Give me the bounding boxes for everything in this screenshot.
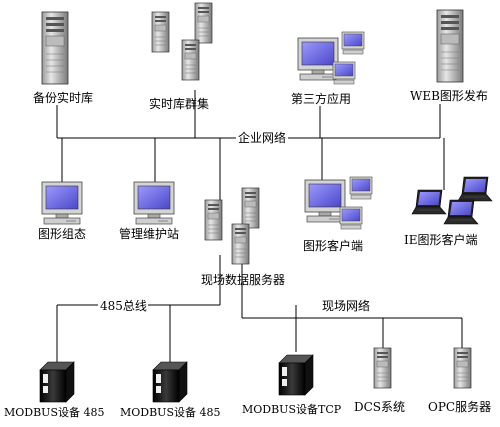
desktop-computer-icon: [297, 37, 339, 81]
node-modbus-tcp[interactable]: MODBUS设备TCP: [242, 354, 342, 416]
server-tower-icon: [241, 187, 260, 229]
node-ie-client[interactable]: IE图形客户端: [404, 176, 493, 247]
node-third-party[interactable]: 第三方应用: [291, 31, 365, 106]
desktop-computer-icon: [133, 181, 175, 225]
server-tower-icon: [204, 199, 223, 241]
node-modbus485-a[interactable]: MODBUS设备 485: [4, 361, 104, 419]
modbus-device-icon: [152, 361, 188, 403]
opc-label: OPC服务器: [428, 399, 491, 414]
node-graphic-config[interactable]: 图形组态: [38, 181, 86, 241]
node-modbus485-b[interactable]: MODBUS设备 485: [120, 361, 220, 419]
node-admin-station[interactable]: 管理维护站: [119, 181, 179, 241]
node-backup-db[interactable]: 备份实时库: [33, 11, 93, 105]
dcs-label: DCS系统: [354, 400, 405, 414]
server-tower-icon: [453, 347, 472, 389]
modbus-device-icon: [39, 361, 75, 403]
server-tower-icon: [194, 2, 213, 44]
server-tower-icon: [373, 347, 392, 389]
node-realtime-cluster[interactable]: 实时库群集: [149, 2, 213, 111]
modbus-tcp-label: MODBUS设备TCP: [242, 402, 342, 416]
node-web-publish[interactable]: WEB图形发布: [410, 9, 488, 103]
server-tower-icon: [181, 39, 200, 81]
server-tower-icon: [231, 223, 250, 265]
modbus485-a-label: MODBUS设备 485: [4, 405, 104, 419]
server-tower-icon: [41, 11, 69, 85]
backup-db-label: 备份实时库: [33, 90, 93, 105]
enterprise-network-label: 企业网络: [238, 130, 286, 145]
field-server-label: 现场数据服务器: [201, 272, 285, 287]
laptop-icon: [411, 189, 447, 215]
graphic-config-label: 图形组态: [38, 227, 86, 241]
server-tower-icon: [151, 11, 170, 53]
admin-station-label: 管理维护站: [119, 226, 179, 241]
realtime-cluster-label: 实时库群集: [149, 96, 209, 111]
rs485-bus-label: 485总线: [100, 299, 147, 313]
web-publish-label: WEB图形发布: [410, 88, 488, 103]
field-network-label: 现场网络: [322, 298, 370, 313]
third-party-label: 第三方应用: [291, 91, 351, 106]
desktop-computer-icon: [341, 31, 365, 55]
ie-client-label: IE图形客户端: [404, 232, 478, 247]
node-opc[interactable]: OPC服务器: [428, 347, 491, 414]
laptop-icon: [457, 176, 493, 202]
desktop-computer-icon: [349, 176, 373, 200]
desktop-computer-icon: [304, 179, 346, 223]
laptop-icon: [443, 199, 479, 225]
desktop-computer-icon: [339, 206, 363, 230]
node-graphic-client[interactable]: 图形客户端: [303, 176, 373, 253]
node-field-server[interactable]: 现场数据服务器: [201, 187, 285, 287]
graphic-client-label: 图形客户端: [303, 238, 363, 253]
modbus-device-icon: [278, 354, 314, 396]
server-tower-icon: [436, 9, 464, 83]
modbus485-b-label: MODBUS设备 485: [120, 405, 220, 419]
desktop-computer-icon: [332, 61, 356, 85]
node-dcs[interactable]: DCS系统: [354, 347, 405, 414]
desktop-computer-icon: [41, 181, 83, 225]
